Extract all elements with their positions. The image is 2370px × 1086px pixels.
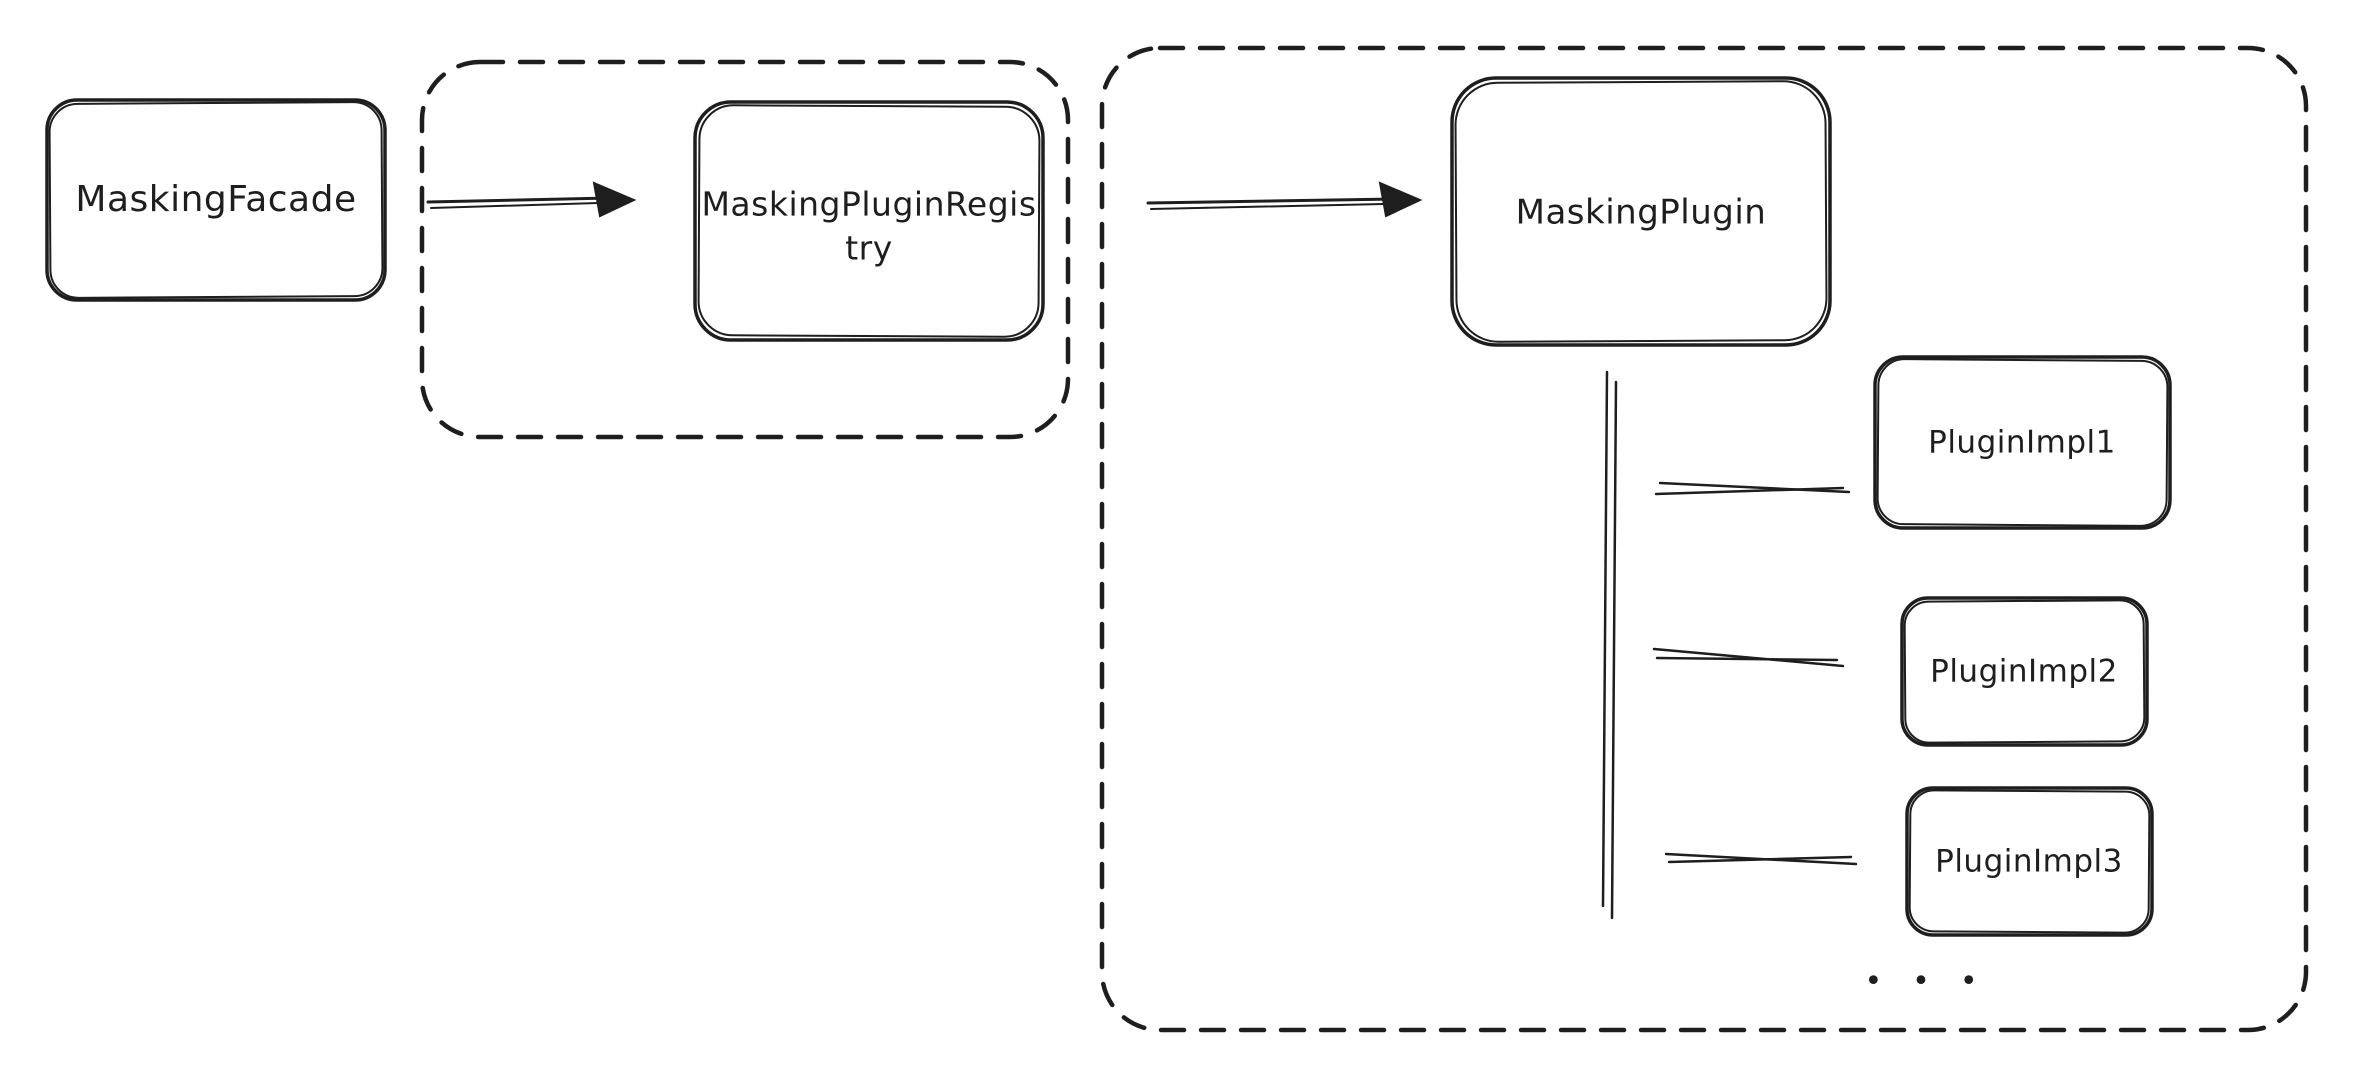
impl3-node-label: PluginImpl3 [1935,843,2123,880]
registry-group-outline [419,59,1071,440]
facade-node-label: MaskingFacade [75,179,357,221]
registry-node-box [693,100,1045,342]
facade-node-box [45,98,387,302]
impl1-node-label: PluginImpl1 [1928,424,2116,461]
branch-line-impl3 [1664,852,1858,866]
branch-line-impl2 [1652,647,1845,668]
impl1-node-box [1873,355,2172,530]
branch-line-impl1 [1654,481,1851,496]
plugin-node-label: MaskingPlugin [1515,192,1767,233]
arrow-facade-to-registry-icon [426,181,637,218]
impl2-node-box [1900,596,2149,747]
impl3-node-box [1905,786,2154,937]
registry-node-label: MaskingPluginRegis try [701,184,1037,267]
impl2-node-label: PluginImpl2 [1930,653,2118,690]
plugin-group-outline [1099,45,2309,1033]
more-plugins-ellipsis: ••• [1864,964,2008,1000]
plugin-node-box [1450,76,1832,347]
tree-trunk-line [1601,370,1618,920]
arrow-registry-to-plugin-icon [1146,181,1423,218]
